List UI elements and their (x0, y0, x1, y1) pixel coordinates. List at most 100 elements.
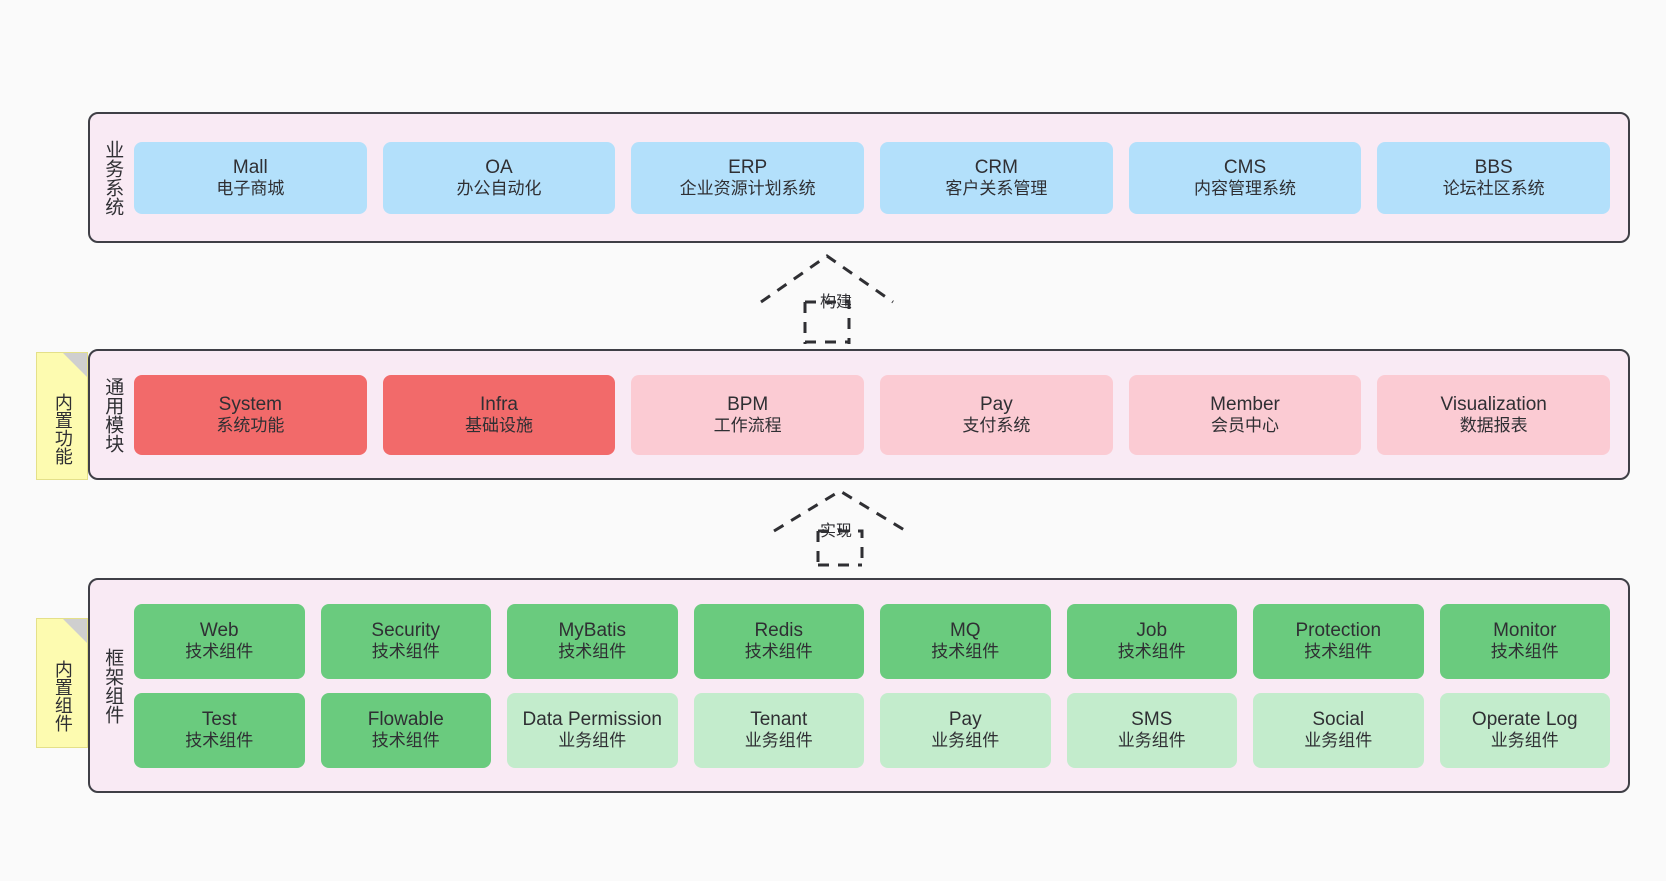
card-crm[interactable]: CRM 客户关系管理 (880, 141, 1113, 214)
card-subtitle: 技术组件 (185, 731, 254, 751)
card-title: MyBatis (558, 620, 627, 642)
card-title: SMS (1131, 709, 1173, 731)
card-bpm[interactable]: BPM 工作流程 (631, 374, 865, 455)
card-title: Security (371, 620, 441, 642)
card-subtitle: 办公自动化 (456, 178, 542, 198)
card-pay-business[interactable]: Pay 业务组件 (880, 692, 1051, 768)
card-subtitle: 技术组件 (371, 642, 440, 662)
card-subtitle: 业务组件 (1490, 731, 1559, 751)
card-social[interactable]: Social 业务组件 (1253, 692, 1424, 768)
card-title: ERP (728, 156, 768, 178)
card-subtitle: 内容管理系统 (1194, 178, 1297, 198)
card-subtitle: 技术组件 (1304, 642, 1373, 662)
card-row: Web 技术组件 Security 技术组件 MyBatis 技术组件 Redi… (134, 603, 1610, 679)
card-title: Social (1312, 709, 1365, 731)
card-title: Data Permission (522, 709, 662, 731)
layer-title-framework-component: 框架组件 (102, 647, 124, 724)
card-member[interactable]: Member 会员中心 (1128, 374, 1362, 455)
card-subtitle: 数据报表 (1459, 415, 1528, 435)
connector-label-build: 构建 (820, 294, 853, 311)
card-security[interactable]: Security 技术组件 (320, 603, 491, 679)
card-subtitle: 会员中心 (1211, 415, 1280, 435)
connector-label-implement: 实现 (820, 523, 853, 540)
card-title: CRM (974, 156, 1018, 178)
card-title: Job (1136, 620, 1168, 642)
card-subtitle: 业务组件 (558, 731, 627, 751)
card-job[interactable]: Job 技术组件 (1066, 603, 1237, 679)
card-subtitle: 业务组件 (744, 731, 813, 751)
note-label: 内置组件 (52, 660, 73, 732)
card-subtitle: 系统功能 (216, 415, 285, 435)
card-system[interactable]: System 系统功能 (134, 374, 367, 455)
card-title: Member (1210, 393, 1280, 415)
card-mall[interactable]: Mall 电子商城 (134, 141, 367, 214)
note-builtin-component: 内置组件 (36, 618, 88, 748)
card-subtitle: 技术组件 (931, 642, 1000, 662)
card-title: Monitor (1493, 620, 1557, 642)
layer-common-module: 通用模块 System 系统功能 Infra 基础设施 BPM 工作流程 Pay… (88, 349, 1630, 480)
card-title: Flowable (367, 709, 444, 731)
layer-body-business-system: Mall 电子商城 OA 办公自动化 ERP 企业资源计划系统 CRM 客户关系… (134, 114, 1628, 241)
card-web[interactable]: Web 技术组件 (134, 603, 305, 679)
connector-build: 构建 (757, 252, 937, 344)
card-title: CMS (1223, 156, 1267, 178)
card-subtitle: 论坛社区系统 (1442, 178, 1545, 198)
card-tenant[interactable]: Tenant 业务组件 (693, 692, 864, 768)
connector-implement: 实现 (770, 487, 950, 567)
card-row: Mall 电子商城 OA 办公自动化 ERP 企业资源计划系统 CRM 客户关系… (134, 141, 1611, 214)
card-subtitle: 技术组件 (185, 642, 254, 662)
card-cms[interactable]: CMS 内容管理系统 (1128, 141, 1362, 214)
card-oa[interactable]: OA 办公自动化 (382, 141, 616, 214)
card-subtitle: 技术组件 (371, 731, 440, 751)
card-title: Pay (979, 393, 1013, 415)
card-subtitle: 支付系统 (962, 415, 1031, 435)
card-subtitle: 业务组件 (931, 731, 1000, 751)
card-subtitle: 技术组件 (744, 642, 813, 662)
card-title: System (218, 393, 283, 415)
card-subtitle: 技术组件 (1117, 642, 1186, 662)
layer-body-framework-component: Web 技术组件 Security 技术组件 MyBatis 技术组件 Redi… (134, 580, 1628, 791)
card-sms[interactable]: SMS 业务组件 (1066, 692, 1237, 768)
card-erp[interactable]: ERP 企业资源计划系统 (631, 141, 865, 214)
card-pay[interactable]: Pay 支付系统 (880, 374, 1113, 455)
card-operate-log[interactable]: Operate Log 业务组件 (1439, 692, 1610, 768)
card-subtitle: 业务组件 (1304, 731, 1373, 751)
card-title: OA (485, 156, 513, 178)
note-fold-icon (63, 353, 87, 377)
card-redis[interactable]: Redis 技术组件 (693, 603, 864, 679)
layer-business-system: 业务系统 Mall 电子商城 OA 办公自动化 ERP 企业资源计划系统 CRM… (88, 112, 1630, 243)
card-subtitle: 技术组件 (558, 642, 627, 662)
card-subtitle: 电子商城 (216, 178, 285, 198)
card-infra[interactable]: Infra 基础设施 (382, 374, 616, 455)
card-mybatis[interactable]: MyBatis 技术组件 (507, 603, 678, 679)
note-builtin-function: 内置功能 (36, 352, 88, 480)
note-fold-icon (63, 619, 87, 643)
card-mq[interactable]: MQ 技术组件 (880, 603, 1051, 679)
card-data-permission[interactable]: Data Permission 业务组件 (507, 692, 678, 768)
card-row: Test 技术组件 Flowable 技术组件 Data Permission … (134, 692, 1610, 768)
card-protection[interactable]: Protection 技术组件 (1253, 603, 1424, 679)
card-flowable[interactable]: Flowable 技术组件 (320, 692, 491, 768)
card-title: Tenant (750, 709, 808, 731)
card-subtitle: 业务组件 (1117, 731, 1186, 751)
layer-body-common-module: System 系统功能 Infra 基础设施 BPM 工作流程 Pay 支付系统… (134, 351, 1628, 478)
card-title: Mall (232, 156, 268, 178)
card-subtitle: 客户关系管理 (945, 178, 1048, 198)
layer-framework-component: 框架组件 Web 技术组件 Security 技术组件 MyBatis 技术组件… (88, 578, 1630, 793)
card-title: Protection (1295, 620, 1382, 642)
card-bbs[interactable]: BBS 论坛社区系统 (1377, 141, 1611, 214)
generalization-arrow-icon (760, 254, 894, 344)
card-title: Redis (754, 620, 804, 642)
card-title: Web (199, 620, 239, 642)
card-subtitle: 工作流程 (713, 415, 782, 435)
card-title: Test (201, 709, 237, 731)
generalization-arrow-icon (773, 489, 907, 567)
card-subtitle: 技术组件 (1490, 642, 1559, 662)
card-visualization[interactable]: Visualization 数据报表 (1377, 374, 1611, 455)
card-title: BBS (1474, 156, 1513, 178)
card-title: Pay (948, 709, 982, 731)
card-test[interactable]: Test 技术组件 (134, 692, 305, 768)
card-monitor[interactable]: Monitor 技术组件 (1439, 603, 1610, 679)
card-title: Operate Log (1471, 709, 1578, 731)
